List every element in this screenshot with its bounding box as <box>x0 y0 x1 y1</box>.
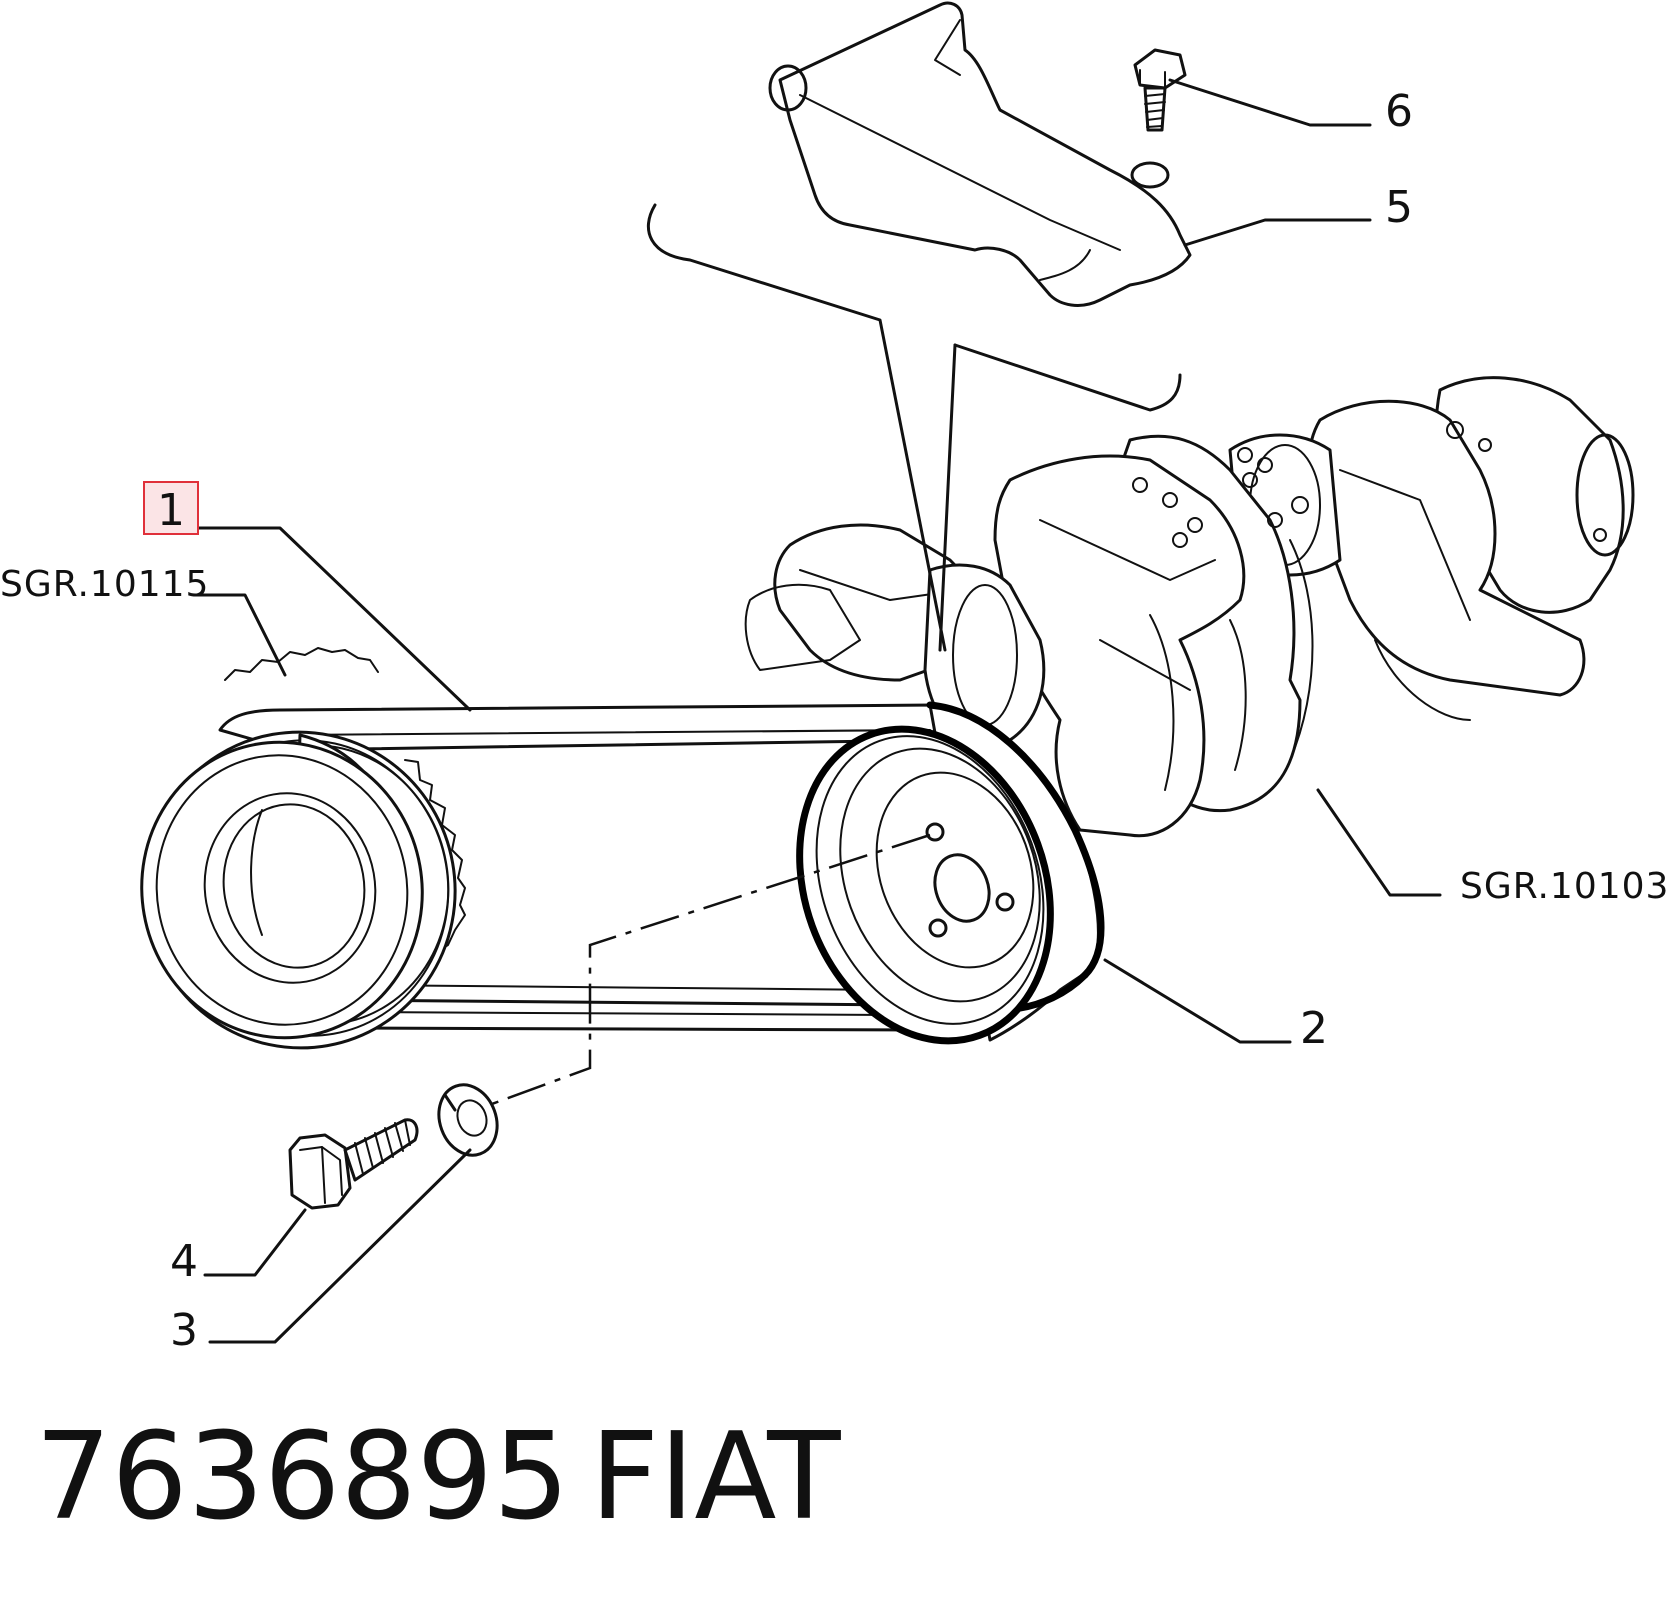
toothed-wheel <box>224 647 466 951</box>
reference-left: SGR.10115 <box>0 564 209 605</box>
brand-name: FIAT <box>590 1408 841 1547</box>
callout-2: 2 <box>1300 1003 1328 1054</box>
left-pulley <box>140 730 457 1050</box>
pulley-cover <box>768 1 1192 307</box>
pulley-bolt <box>288 1118 419 1210</box>
crankshaft <box>744 376 1635 838</box>
alternator-pulley <box>796 701 1105 1045</box>
part-number: 7636895 <box>35 1408 569 1547</box>
leader-lines <box>193 78 1442 1344</box>
lock-washer <box>437 1083 499 1157</box>
callout-1-highlight <box>143 481 199 535</box>
callout-4: 4 <box>170 1236 198 1287</box>
v-belt <box>218 703 947 1032</box>
callout-3: 3 <box>170 1305 198 1356</box>
callout-5: 5 <box>1385 182 1413 233</box>
reference-right: SGR.10103 <box>1460 866 1669 907</box>
callout-6: 6 <box>1385 86 1413 137</box>
cover-bolt <box>1133 48 1187 132</box>
callout-1: 1 <box>157 485 185 536</box>
